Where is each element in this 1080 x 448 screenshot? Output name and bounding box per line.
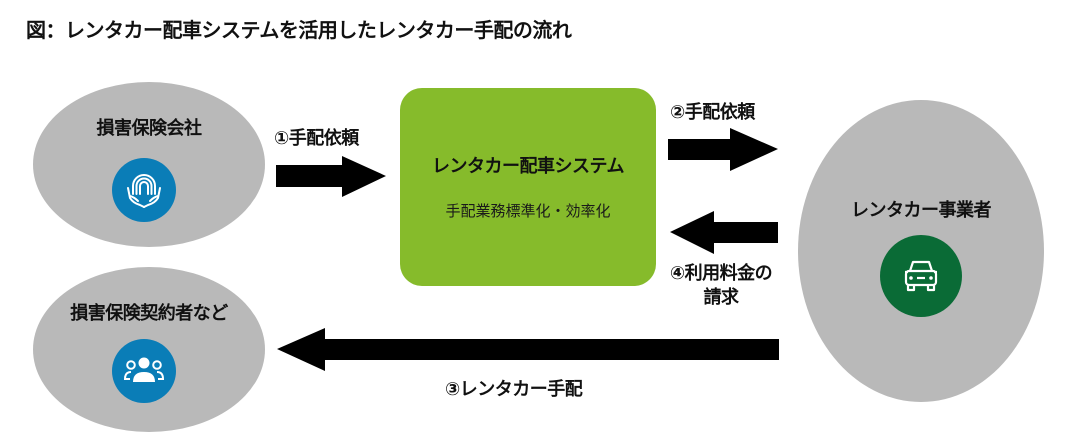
- flow-4-label-line2: 請求: [703, 287, 740, 308]
- flow-4-arrow-shape: [670, 211, 778, 254]
- policyholder-label: 損害保険契約者など: [70, 303, 228, 324]
- insurer-label: 損害保険会社: [96, 118, 203, 139]
- policyholder-icon-circle: [112, 339, 176, 403]
- policyholder-node: 損害保険契約者など: [33, 267, 265, 432]
- flow-4-arrow: [670, 211, 780, 255]
- system-subtitle: 手配業務標準化・効率化: [445, 202, 611, 220]
- flow-2-label: ②手配依頼: [670, 102, 755, 123]
- hands-protect-icon: [120, 166, 168, 214]
- insurer-icon-circle: [112, 158, 176, 222]
- figure-title: 図：レンタカー配車システムを活用したレンタカー手配の流れ: [26, 18, 572, 42]
- flow-1-label: ①手配依頼: [274, 128, 359, 149]
- insurer-node: 損害保険会社: [33, 82, 265, 247]
- flow-3-arrow-shape: [277, 328, 779, 371]
- flow-2-arrow-shape: [668, 128, 778, 171]
- flow-2-arrow: [668, 128, 780, 172]
- flow-1-arrow-shape: [276, 156, 386, 197]
- rental-company-icon-circle: [880, 235, 962, 317]
- flow-3-arrow: [277, 328, 781, 372]
- flow-3-label: ③レンタカー手配: [445, 379, 583, 400]
- flow-1-arrow: [276, 156, 388, 198]
- people-group-icon: [121, 348, 167, 394]
- flow-4-label: ④利用料金の 請求: [656, 262, 786, 310]
- flow-4-label-line1: ④利用料金の: [669, 263, 773, 284]
- rental-dispatch-system: レンタカー配車システム 手配業務標準化・効率化: [400, 88, 656, 286]
- system-title: レンタカー配車システム: [432, 156, 624, 177]
- car-icon: [896, 251, 946, 301]
- rental-company-node: レンタカー事業者: [798, 100, 1044, 402]
- rental-company-label: レンタカー事業者: [851, 200, 992, 221]
